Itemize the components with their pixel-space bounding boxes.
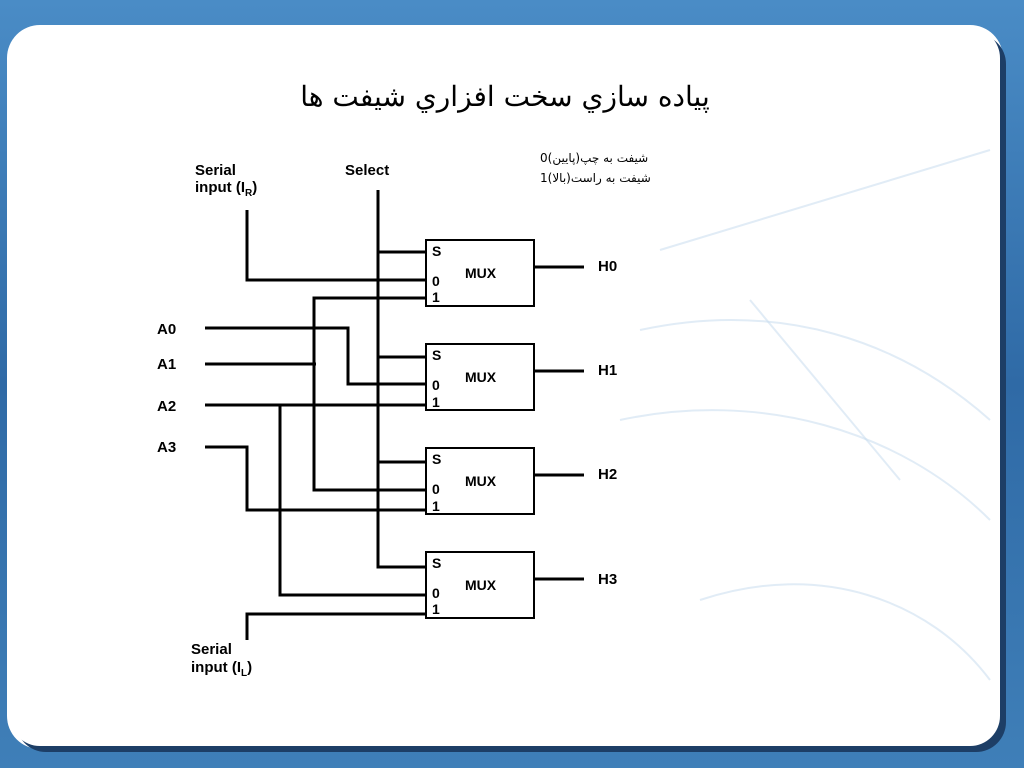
mux-3-label: MUX <box>465 577 497 593</box>
slide: پیاده سازي سخت افزاري شيفت ها شيفت به چپ… <box>10 28 1000 746</box>
mux-0-box <box>425 239 535 307</box>
input-label-a0: A0 <box>157 321 176 338</box>
mux-2-box <box>425 447 535 515</box>
mux-0-pin-s: S <box>432 243 441 259</box>
mux-0-pin-1: 1 <box>432 289 440 305</box>
legend-line-1: شيفت به راست(بالا)1 <box>540 171 651 186</box>
a1-branch-wire <box>312 296 426 492</box>
output-label-h3: H3 <box>598 571 617 588</box>
mux-3-pin-s: S <box>432 555 441 571</box>
mux-0-label: MUX <box>465 265 497 281</box>
mux-2: S 0 1 MUX <box>425 447 535 515</box>
mux-3-pin-0: 0 <box>432 585 440 601</box>
mux-1-pin-0: 0 <box>432 377 440 393</box>
wires <box>205 190 584 640</box>
slide-title: پیاده سازي سخت افزاري شيفت ها <box>300 80 710 113</box>
serial-input-r-label-line2: input (IR) <box>195 179 257 199</box>
mux-3-pin-1: 1 <box>432 601 440 617</box>
mux-2-pin-s: S <box>432 451 441 467</box>
mux-1-pin-1: 1 <box>432 394 440 410</box>
mux-0: S 0 1 MUX <box>425 239 535 307</box>
mux-1-box <box>425 343 535 411</box>
mux-2-label: MUX <box>465 473 497 489</box>
input-label-a3: A3 <box>157 439 176 456</box>
serial-r-wire <box>245 210 426 282</box>
mux-1-pin-s: S <box>432 347 441 363</box>
serial-input-r-label-line1: Serial <box>195 162 236 179</box>
mux-3-box <box>425 551 535 619</box>
shift-register-diagram: شيفت به چپ(پايين)0 شيفت به راست(بالا)1 S… <box>157 149 991 681</box>
mux-1: S 0 1 MUX <box>425 343 535 411</box>
mux-1-label: MUX <box>465 369 497 385</box>
a0-wire <box>205 326 426 386</box>
legend-line-0: شيفت به چپ(پايين)0 <box>540 151 648 166</box>
input-label-a1: A1 <box>157 356 176 373</box>
a3-wire <box>205 445 426 512</box>
decorative-background <box>619 149 991 681</box>
a2-branch-wire <box>278 405 426 597</box>
mux-3: S 0 1 MUX <box>425 551 535 619</box>
output-label-h1: H1 <box>598 362 617 379</box>
mux-2-pin-1: 1 <box>432 498 440 514</box>
select-label: Select <box>345 162 389 179</box>
input-label-a2: A2 <box>157 398 176 415</box>
output-label-h0: H0 <box>598 258 617 275</box>
serial-input-l-label-line2: input (IL) <box>191 659 252 679</box>
output-label-h2: H2 <box>598 466 617 483</box>
serial-l-wire <box>245 612 426 640</box>
mux-0-pin-0: 0 <box>432 273 440 289</box>
serial-input-l-label-line1: Serial <box>191 641 232 658</box>
select-bus <box>376 190 426 569</box>
mux-2-pin-0: 0 <box>432 481 440 497</box>
